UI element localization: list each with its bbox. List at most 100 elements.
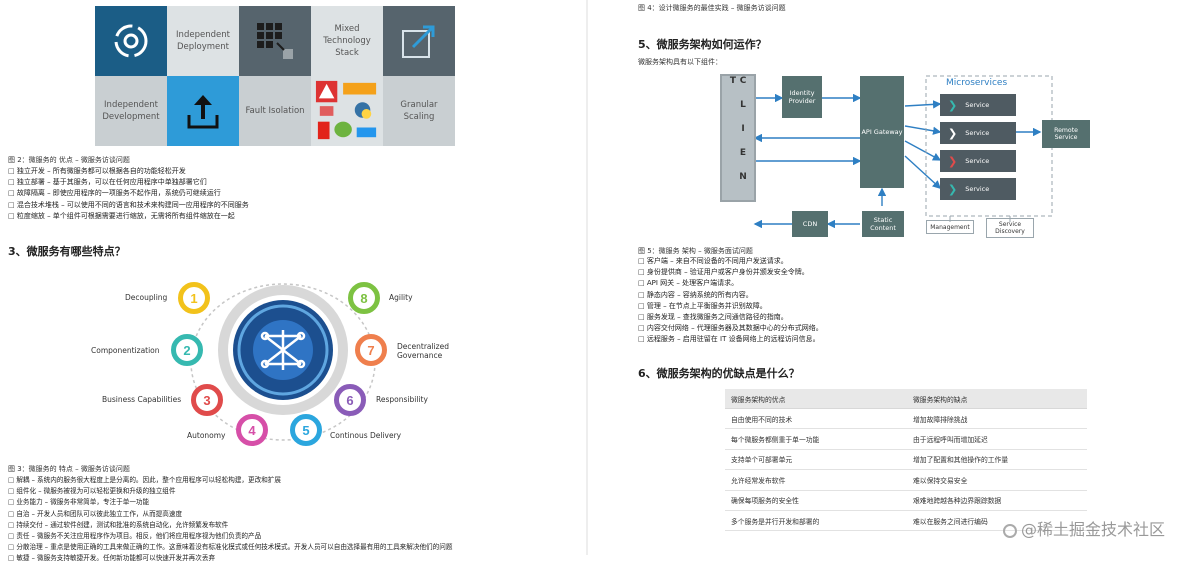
table-cell: 允许经常发布软件 [725, 469, 907, 491]
network-hub-icon [260, 330, 306, 370]
gear-cycle-icon-tile [95, 6, 167, 76]
list-item: 客户端 – 来自不同设备的不同用户发送请求。 [638, 256, 823, 267]
list-item: 身份提供商 – 验证用户或客户身份并颁发安全令牌。 [638, 267, 823, 278]
list-item: 远程服务 – 启用驻留在 IT 设备网络上的远程访问信息。 [638, 334, 823, 345]
list-item: 持续交付 – 通过软件创建，测试和批准的系统自动化，允许频繁发布软件 [8, 520, 452, 531]
service-box-1: ❯Service [940, 94, 1016, 116]
list-item: 组件化 – 微服务被视为可以轻松更换和升级的独立组件 [8, 486, 452, 497]
table-row: 允许经常发布软件难以保持交易安全 [725, 469, 1087, 491]
chevron-right-icon: ❯ [948, 154, 958, 168]
list-item: 解耦 – 系统内的服务很大程度上是分离的。因此，整个应用程序可以轻松构建，更改和… [8, 475, 452, 486]
chevron-right-icon: ❯ [948, 126, 958, 140]
list-item: 责任 – 微服务不关注应用程序作为项目。相反，他们将应用程序视为他们负责的产品 [8, 531, 452, 542]
grid-blocks-icon [257, 23, 293, 59]
feature-circle-8: 8 [348, 282, 380, 314]
static-content-box: Static Content [862, 211, 904, 237]
list-item: 业务能力 – 微服务非常简单，专注于单一功能 [8, 497, 452, 508]
service-box-2: ❯Service [940, 122, 1016, 144]
watermark: @稀土掘金技术社区 [1003, 516, 1165, 540]
list-item: 粒度缩放 – 单个组件可根据需要进行缩放，无需将所有组件缩放在一起 [8, 211, 249, 222]
table-cell: 难以在服务之间进行编码 [907, 510, 1087, 532]
gear-cycle-icon [114, 24, 148, 58]
features-list: 解耦 – 系统内的服务很大程度上是分离的。因此，整个应用程序可以轻松构建，更改和… [8, 475, 452, 565]
feature-label-decentralized-governance: Decentralized Governance [397, 342, 449, 360]
tile-independent-development: Independent Development [95, 76, 167, 146]
advantages-list: 独立开发 – 所有微服务都可以根据各自的功能轻松开发 独立部署 – 基于其服务，… [8, 166, 249, 222]
table-cell: 自由使用不同的技术 [725, 408, 907, 430]
tech-logos-icon [315, 80, 377, 140]
components-list: 客户端 – 来自不同设备的不同用户发送请求。 身份提供商 – 验证用户或客户身份… [638, 256, 823, 346]
table-row: 多个服务是并行开发和部署的难以在服务之间进行编码 [725, 510, 1087, 532]
figure-4-caption: 图 4：设计微服务的最佳实践 – 微服务访谈问题 [638, 4, 786, 12]
table-row: 支持单个可部署单元增加了配置和其他操作的工作量 [725, 449, 1087, 471]
table-row: 每个微服务都侧重于单一功能由于远程呼叫而增加延迟 [725, 428, 1087, 450]
api-gateway-box: API Gateway [860, 76, 904, 188]
section-6-heading: 6、微服务架构的优缺点是什么？ [638, 367, 800, 380]
table-cell: 艰难地跨越各种边界跟踪数据 [907, 490, 1087, 511]
table-header-row: 微服务架构的优点 微服务架构的缺点 [725, 389, 1087, 409]
identity-provider-box: Identity Provider [782, 76, 822, 118]
microservices-title: Microservices [946, 78, 1008, 88]
tile-granular-scaling: Granular Scaling [383, 76, 455, 146]
table-cell: 支持单个可部署单元 [725, 449, 907, 471]
client-box: C L I E N T [720, 74, 756, 202]
tile-mixed-technology-stack: Mixed Technology Stack [311, 6, 383, 76]
list-item: 内容交付网络 – 代理服务器及其数据中心的分布式网络。 [638, 323, 823, 334]
service-box-4: ❯Service [940, 178, 1016, 200]
service-discovery-box: Service Discovery [986, 218, 1034, 238]
feature-label-autonomy: Autonomy [187, 431, 226, 440]
cdn-box: CDN [792, 211, 828, 237]
table-cell: 确保每项服务的安全性 [725, 490, 907, 511]
table-cell: 由于远程呼叫而增加延迟 [907, 428, 1087, 450]
figure-3-caption: 图 3：微服务的 特点 – 微服务访谈问题 [8, 465, 130, 473]
figure-2-caption: 图 2：微服务的 优点 – 微服务访谈问题 [8, 156, 130, 164]
figure-2-advantages: Independent Deployment Mixed Technology … [95, 6, 455, 146]
upload-icon-tile [167, 76, 239, 146]
chevron-right-icon: ❯ [948, 182, 958, 196]
feature-circle-5: 5 [290, 414, 322, 446]
list-item: API 网关 – 处理客户端请求。 [638, 278, 823, 289]
feature-circle-3: 3 [191, 384, 223, 416]
management-box: Management [926, 220, 974, 234]
section-5-heading: 5、微服务架构如何运作？ [638, 38, 767, 51]
juejin-logo-icon [1003, 523, 1017, 538]
feature-circle-2: 2 [171, 334, 203, 366]
pros-cons-table: 微服务架构的优点 微服务架构的缺点 自由使用不同的技术增加故障排除挑战 每个微服… [725, 389, 1087, 532]
feature-circle-6: 6 [334, 384, 366, 416]
grid-cursor-icon-tile [239, 6, 311, 76]
tile-fault-isolation: Fault Isolation [239, 76, 311, 146]
table-cell: 每个微服务都侧重于单一功能 [725, 428, 907, 450]
feature-label-componentization: Componentization [91, 346, 160, 355]
tech-logos-tile [311, 76, 383, 146]
figure-3-features: 1 Decoupling 2 Componentization 3 Busine… [80, 270, 480, 450]
tile-independent-deployment: Independent Deployment [167, 6, 239, 76]
figure-5-caption: 图 5：微服务 架构 – 微服务面试问题 [638, 247, 753, 255]
table-row: 确保每项服务的安全性艰难地跨越各种边界跟踪数据 [725, 490, 1087, 511]
chevron-right-icon: ❯ [948, 98, 958, 112]
feature-label-business-capabilities: Business Capabilities [102, 395, 182, 404]
architecture-connectors [753, 75, 1053, 229]
feature-circle-1: 1 [178, 282, 210, 314]
table-cell: 多个服务是并行开发和部署的 [725, 510, 907, 532]
service-box-3: ❯Service [940, 150, 1016, 172]
list-item: 独立开发 – 所有微服务都可以根据各自的功能轻松开发 [8, 166, 249, 177]
section-3-heading: 3、微服务有哪些特点？ [8, 245, 126, 258]
table-cell: 增加故障排除挑战 [907, 408, 1087, 430]
list-item: 静态内容 – 容纳系统的所有内容。 [638, 290, 823, 301]
feature-circle-4: 4 [236, 414, 268, 446]
table-cell: 难以保持交易安全 [907, 469, 1087, 491]
list-item: 服务发现 – 查找微服务之间通信路径的指南。 [638, 312, 823, 323]
list-item: 独立部署 – 基于其服务，可以在任何应用程序中单独部署它们 [8, 177, 249, 188]
list-item: 混合技术堆栈 – 可以使用不同的语言和技术来构建同一应用程序的不同服务 [8, 200, 249, 211]
table-row: 自由使用不同的技术增加故障排除挑战 [725, 408, 1087, 430]
figure-5-architecture: C L I E N T Identity Provider API Gatewa… [720, 66, 1095, 241]
scale-arrow-icon [402, 25, 435, 58]
table-header-pros: 微服务架构的优点 [725, 389, 907, 409]
section-5-intro: 微服务架构具有以下组件： [638, 58, 722, 66]
upload-icon [187, 95, 219, 129]
feature-label-decoupling: Decoupling [125, 293, 168, 302]
list-item: 分散治理 – 重点是使用正确的工具来做正确的工作。这意味着没有标准化模式或任何技… [8, 542, 452, 553]
feature-label-responsibility: Responsibility [376, 395, 428, 404]
list-item: 自治 – 开发人员和团队可以彼此独立工作，从而提高速度 [8, 509, 452, 520]
feature-label-agility: Agility [389, 293, 413, 302]
